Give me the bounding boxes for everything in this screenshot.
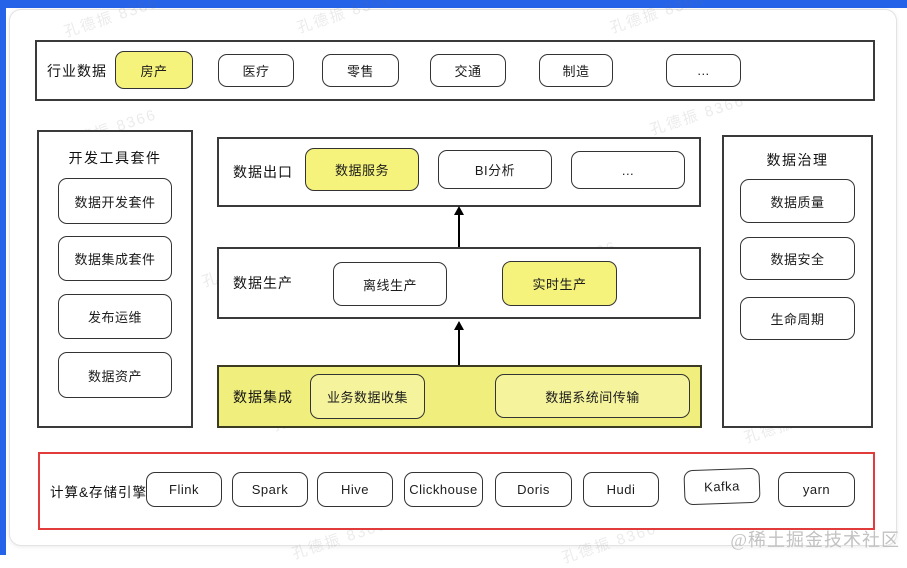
industry-box-realestate: 房产	[115, 51, 193, 89]
devtools-box-release-ops: 发布运维	[58, 294, 172, 339]
blue-frame-left	[0, 0, 6, 555]
export-box-more: ...	[571, 151, 685, 189]
engine-box-flink: Flink	[146, 472, 222, 507]
arrow-up-icon	[453, 206, 465, 247]
data-production-label: 数据生产	[233, 275, 293, 291]
engine-box-hudi: Hudi	[583, 472, 659, 507]
engine-box-spark: Spark	[232, 472, 308, 507]
governance-box-lifecycle: 生命周期	[740, 297, 855, 340]
export-box-bi-analysis: BI分析	[438, 150, 552, 189]
industry-box-retail: 零售	[322, 54, 399, 87]
devtools-box-data-dev-suite: 数据开发套件	[58, 178, 172, 224]
credit-watermark: @稀土掘金技术社区	[730, 530, 900, 550]
industry-box-medical: 医疗	[218, 54, 294, 87]
industry-box-transport: 交通	[430, 54, 506, 87]
engine-box-yarn: yarn	[778, 472, 855, 507]
blue-frame-top	[0, 0, 907, 8]
engine-box-doris: Doris	[495, 472, 572, 507]
devtools-box-data-assets: 数据资产	[58, 352, 172, 398]
production-box-offline: 离线生产	[333, 262, 447, 306]
integration-box-business-collect: 业务数据收集	[310, 374, 425, 419]
data-export-label: 数据出口	[233, 164, 293, 180]
production-box-realtime: 实时生产	[502, 261, 617, 306]
industry-box-more: ...	[666, 54, 741, 87]
engine-box-kafka: Kafka	[683, 467, 761, 506]
integration-box-system-transfer: 数据系统间传输	[495, 374, 690, 418]
data-integration-label: 数据集成	[233, 388, 293, 405]
export-box-data-service: 数据服务	[305, 148, 419, 191]
governance-box-security: 数据安全	[740, 237, 855, 280]
engines-label: 计算&存储引擎	[50, 485, 148, 500]
industry-data-label: 行业数据	[47, 62, 107, 79]
dev-tools-title: 开发工具套件	[68, 150, 162, 166]
governance-title: 数据治理	[766, 152, 829, 168]
engine-box-hive: Hive	[317, 472, 393, 507]
engine-box-clickhouse: Clickhouse	[404, 472, 483, 507]
industry-box-manufacture: 制造	[539, 54, 613, 87]
devtools-box-data-integration-suite: 数据集成套件	[58, 236, 172, 281]
governance-box-quality: 数据质量	[740, 179, 855, 223]
data-production-container	[217, 247, 701, 319]
arrow-up-icon	[453, 321, 465, 365]
